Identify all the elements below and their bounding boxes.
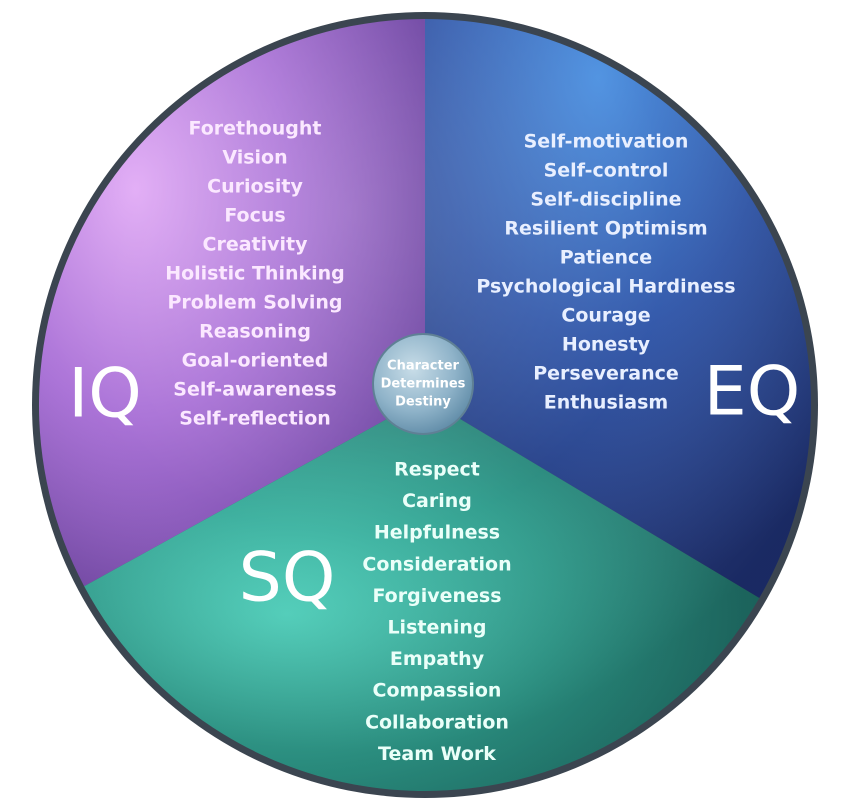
eq-item: Honesty <box>562 334 651 356</box>
sq-item: Helpfulness <box>374 522 500 544</box>
iq-item: Vision <box>222 147 287 169</box>
center-line-2: Determines <box>381 377 466 392</box>
eq-item: Perseverance <box>533 363 679 385</box>
iq-item: Goal-oriented <box>182 350 329 372</box>
sq-item: Caring <box>402 490 472 512</box>
eq-label: EQ <box>704 353 801 432</box>
iq-label: IQ <box>68 355 142 434</box>
eq-item: Self-control <box>544 160 669 182</box>
iq-item: Holistic Thinking <box>165 263 345 285</box>
sq-item: Compassion <box>373 680 502 702</box>
sq-item: Team Work <box>378 743 496 765</box>
eq-item: Psychological Hardiness <box>476 276 735 298</box>
eq-items-list: Self-motivationSelf-controlSelf-discipli… <box>476 131 735 414</box>
eq-item: Courage <box>561 305 650 327</box>
eq-item: Self-motivation <box>524 131 689 153</box>
sq-items-list: RespectCaringHelpfulnessConsiderationFor… <box>362 459 511 765</box>
sq-item: Empathy <box>390 648 485 670</box>
center-hub <box>372 333 474 435</box>
iq-item: Self-reflection <box>179 408 331 430</box>
iq-item: Focus <box>224 205 285 227</box>
sq-item: Consideration <box>362 553 511 575</box>
iq-item: Creativity <box>203 234 309 256</box>
sq-item: Listening <box>387 617 486 639</box>
sq-item: Forgiveness <box>372 585 501 607</box>
center-line-1: Character <box>387 359 459 374</box>
iq-item: Self-awareness <box>173 379 336 401</box>
sq-label: SQ <box>239 539 336 618</box>
iq-items-list: ForethoughtVisionCuriosityFocusCreativit… <box>165 118 345 430</box>
sq-item: Collaboration <box>365 711 509 733</box>
iq-item: Forethought <box>189 118 322 140</box>
eq-item: Self-discipline <box>530 189 681 211</box>
center-line-3: Destiny <box>395 395 451 410</box>
eq-item: Enthusiasm <box>544 392 668 414</box>
iq-item: Reasoning <box>199 321 311 343</box>
iq-item: Problem Solving <box>167 292 342 314</box>
iq-item: Curiosity <box>207 176 303 198</box>
eq-item: Resilient Optimism <box>504 218 707 240</box>
eq-item: Patience <box>560 247 652 269</box>
sq-item: Respect <box>394 459 480 481</box>
